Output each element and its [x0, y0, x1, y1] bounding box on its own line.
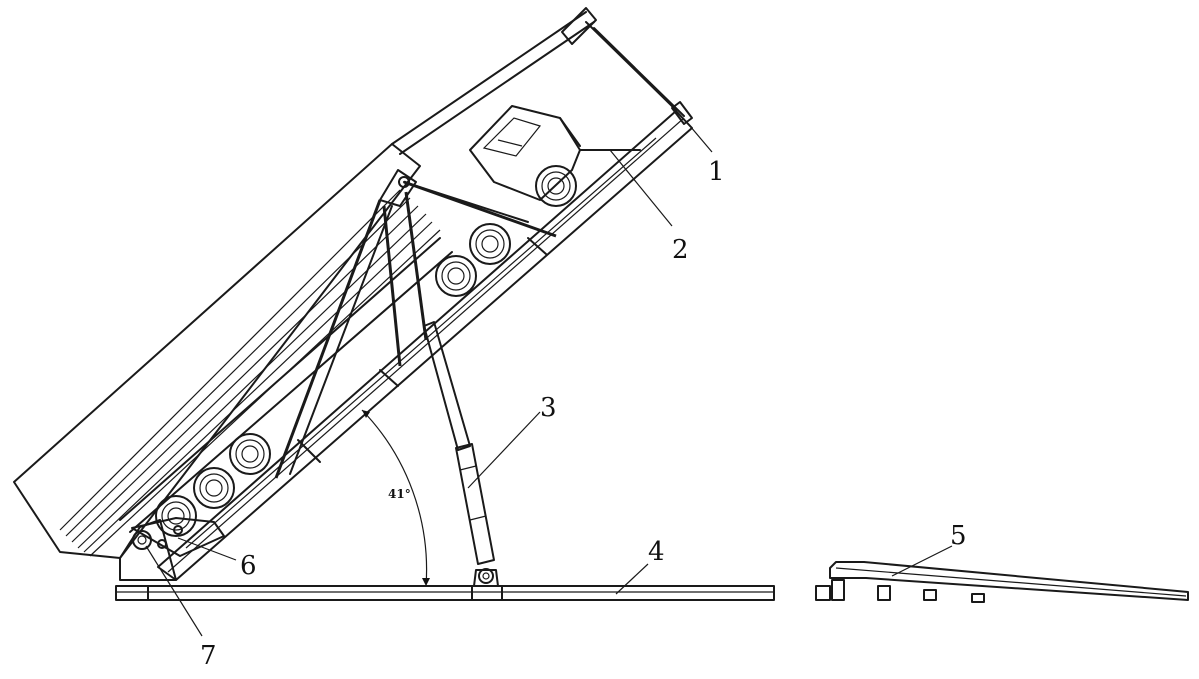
pivot-pin — [132, 530, 152, 550]
angle-label: 41° — [388, 487, 411, 501]
callout-4: 4 — [648, 537, 665, 567]
callout-6: 6 — [240, 551, 257, 581]
truck-cab — [469, 105, 641, 201]
callout-1: 1 — [708, 157, 725, 187]
leader-lines — [145, 125, 953, 637]
callout-labels: 1 2 3 4 5 6 7 — [200, 157, 967, 671]
callout-5: 5 — [950, 521, 967, 551]
angle-indicator: 41° — [361, 409, 430, 587]
base-frame — [115, 585, 775, 601]
wheel-trailer-1 — [229, 433, 271, 475]
callout-7: 7 — [200, 641, 217, 671]
hinge-bracket — [131, 517, 225, 557]
callout-2: 2 — [672, 235, 689, 265]
wheel-drive-2 — [435, 255, 477, 297]
clamp-arm-assembly — [274, 169, 557, 479]
truck-wheels — [155, 165, 577, 537]
wheel-trailer-2 — [193, 467, 235, 509]
callout-3: 3 — [540, 393, 557, 423]
wheel-cab-front — [535, 165, 577, 207]
ramp — [815, 561, 1189, 603]
tilting-platform — [119, 101, 693, 581]
hydraulic-cylinder — [423, 321, 499, 587]
wheel-drive-1 — [469, 223, 511, 265]
dump-trailer-box — [13, 7, 685, 559]
wheel-trailer-3 — [155, 495, 197, 537]
